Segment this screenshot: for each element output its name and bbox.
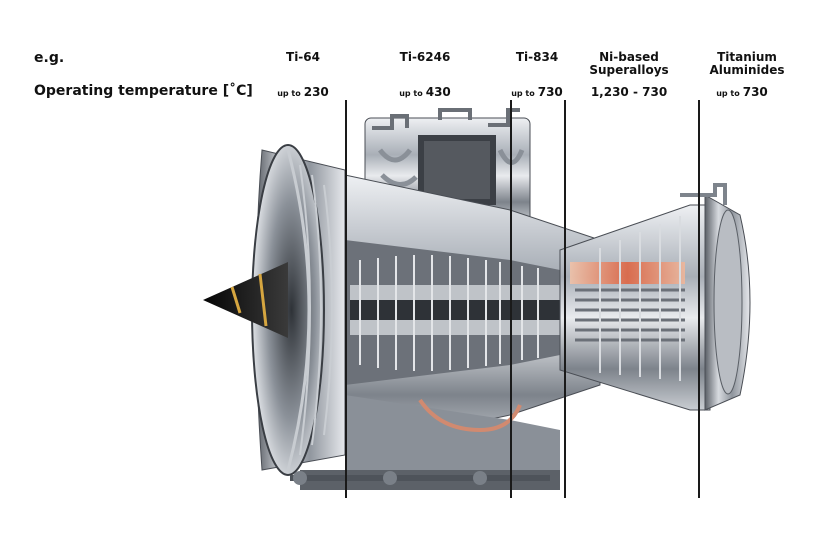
material-name-line-1: Ni-based bbox=[599, 50, 659, 64]
exhaust-nozzle bbox=[680, 183, 751, 411]
temperature-value: 730 bbox=[742, 85, 768, 99]
material-ni-superalloys: Ni-based Superalloys bbox=[589, 51, 668, 77]
section-divider-line bbox=[698, 100, 700, 498]
material-name: Ti-834 bbox=[515, 50, 559, 64]
example-label: e.g. bbox=[34, 50, 65, 66]
operating-temperature-label: Operating temperature [˚C] bbox=[34, 83, 253, 99]
section-divider-line bbox=[510, 100, 512, 498]
material-name-line-1: Titanium bbox=[717, 50, 777, 64]
nose-cone bbox=[203, 262, 288, 338]
accessory-gearbox bbox=[364, 108, 531, 224]
section-divider-line bbox=[564, 100, 566, 498]
material-ti-64: Ti-64 bbox=[286, 51, 320, 64]
lower-piping bbox=[290, 471, 550, 485]
material-titanium-aluminides: Titanium Aluminides bbox=[709, 51, 784, 77]
temperature-ni-superalloys: 1,230 - 730 bbox=[591, 85, 667, 99]
temperature-prefix: up to bbox=[716, 89, 740, 98]
material-name: Ti-6246 bbox=[399, 50, 451, 64]
section-divider-line bbox=[345, 100, 347, 498]
turbine-section bbox=[559, 204, 711, 411]
temperature-prefix: up to bbox=[399, 89, 423, 98]
material-name-line-2: Aluminides bbox=[709, 63, 785, 77]
temperature-value: 730 bbox=[537, 85, 563, 99]
temperature-prefix: up to bbox=[511, 89, 535, 98]
material-ti-834: Ti-834 bbox=[516, 51, 558, 64]
temperature-value: 430 bbox=[425, 85, 451, 99]
material-name-line-2: Superalloys bbox=[589, 63, 669, 77]
temperature-prefix: up to bbox=[277, 89, 301, 98]
material-name: Ti-64 bbox=[286, 50, 320, 64]
temperature-value: 230 bbox=[303, 85, 329, 99]
temperature-value: 1,230 - 730 bbox=[590, 85, 668, 99]
material-ti-6246: Ti-6246 bbox=[400, 51, 451, 64]
fan-blades bbox=[299, 164, 333, 456]
